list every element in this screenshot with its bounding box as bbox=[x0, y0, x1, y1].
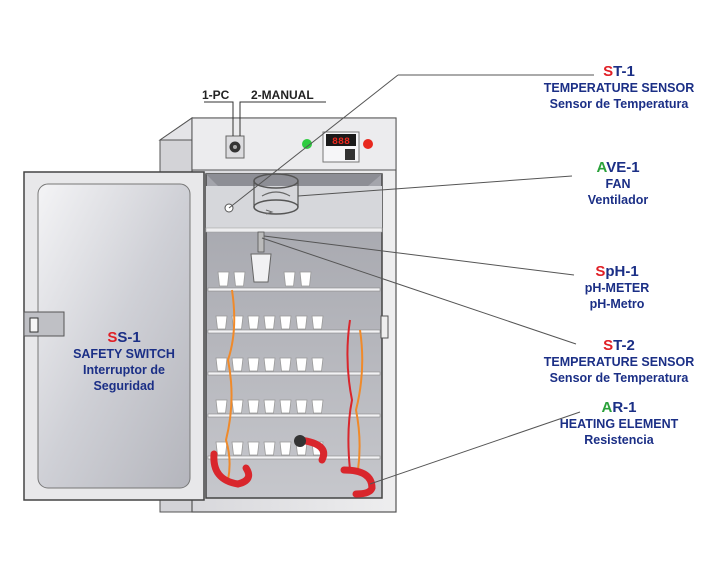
callout-ave1-line2: Ventilador bbox=[587, 193, 649, 207]
ph-meter bbox=[250, 231, 272, 283]
sample-cup bbox=[299, 271, 312, 287]
sample-cup bbox=[263, 441, 276, 456]
callout-st1-line2: Sensor de Temperatura bbox=[549, 97, 689, 111]
shelf bbox=[207, 413, 381, 418]
callout-sph1-code-first: S bbox=[595, 263, 606, 280]
sample-cup bbox=[263, 357, 276, 372]
red-indicator-led bbox=[363, 139, 373, 149]
callout-st2-code-rest: T-2 bbox=[613, 337, 635, 354]
sample-cup bbox=[231, 399, 244, 414]
sample-cup bbox=[295, 315, 308, 330]
callout-st1-line1: TEMPERATURE SENSOR bbox=[543, 81, 695, 95]
sample-cup bbox=[311, 315, 324, 330]
selector-switch[interactable] bbox=[225, 135, 245, 159]
sample-cup bbox=[215, 441, 228, 456]
door[interactable] bbox=[23, 171, 205, 501]
sample-cup bbox=[295, 399, 308, 414]
leader-lines bbox=[228, 74, 594, 485]
callout-ave1: AVE-1 FAN Ventilador bbox=[560, 160, 676, 208]
sample-cup bbox=[247, 441, 260, 456]
callout-sph1-line1: pH-METER bbox=[584, 281, 650, 295]
shelf bbox=[207, 371, 381, 376]
sample-cup bbox=[233, 271, 246, 287]
sample-cup bbox=[217, 271, 230, 287]
callout-ss1-code-rest: S-1 bbox=[117, 329, 141, 346]
callout-st1-code-rest: T-1 bbox=[613, 63, 635, 80]
sample-cup bbox=[247, 357, 260, 372]
sample-cup bbox=[311, 399, 324, 414]
callout-ave1-code-first: A bbox=[596, 159, 607, 176]
callout-ss1: SS-1 SAFETY SWITCH Interruptor de Seguri… bbox=[62, 330, 186, 394]
mode-manual-label: 2-MANUAL bbox=[251, 88, 314, 102]
sample-cup bbox=[311, 357, 324, 372]
temperature-controller bbox=[322, 131, 360, 163]
callout-ar1-line2: Resistencia bbox=[584, 433, 654, 447]
green-indicator-led bbox=[302, 139, 312, 149]
sample-cup bbox=[231, 441, 244, 456]
callout-st1: ST-1 TEMPERATURE SENSOR Sensor de Temper… bbox=[538, 64, 700, 112]
callout-ar1: AR-1 HEATING ELEMENT Resistencia bbox=[546, 400, 692, 448]
switch-mode-leaders bbox=[204, 101, 326, 136]
sample-cup bbox=[283, 271, 296, 287]
sample-cup bbox=[279, 357, 292, 372]
callout-ss1-line2: Interruptor de bbox=[83, 363, 165, 377]
fan bbox=[253, 173, 299, 215]
shelf bbox=[207, 329, 381, 334]
callout-sph1-line2: pH-Metro bbox=[589, 297, 645, 311]
callout-ss1-line1: SAFETY SWITCH bbox=[73, 347, 175, 361]
sample-cup bbox=[263, 399, 276, 414]
sample-cup bbox=[295, 357, 308, 372]
callout-sph1: SpH-1 pH-METER pH-Metro bbox=[562, 264, 672, 312]
callout-ar1-code-first: A bbox=[601, 399, 613, 416]
callout-ar1-code-rest: R-1 bbox=[612, 399, 637, 416]
callout-st2-line2: Sensor de Temperatura bbox=[549, 371, 689, 385]
callout-ss1-line3: Seguridad bbox=[93, 379, 155, 393]
sample-cup bbox=[231, 357, 244, 372]
callout-ave1-code-rest: VE-1 bbox=[606, 159, 640, 176]
callout-st1-code-first: S bbox=[603, 63, 614, 80]
wiring bbox=[224, 289, 364, 481]
callout-ar1-line1: HEATING ELEMENT bbox=[559, 417, 679, 431]
sample-cup bbox=[279, 399, 292, 414]
callout-ss1-code-first: S bbox=[107, 329, 118, 346]
controller-display-value: 888 bbox=[332, 137, 350, 148]
mode-pc-label: 1-PC bbox=[202, 88, 230, 102]
callout-ave1-line1: FAN bbox=[605, 177, 631, 191]
callout-st2-code-first: S bbox=[603, 337, 614, 354]
sample-cup bbox=[279, 315, 292, 330]
sample-cup bbox=[215, 399, 228, 414]
heating-element bbox=[210, 435, 376, 498]
sample-cup bbox=[279, 441, 292, 456]
shelf bbox=[207, 287, 381, 292]
sample-cup bbox=[247, 399, 260, 414]
sample-cup bbox=[263, 315, 276, 330]
shelf bbox=[207, 455, 381, 460]
callout-sph1-code-rest: pH-1 bbox=[605, 263, 639, 280]
callout-st2: ST-2 TEMPERATURE SENSOR Sensor de Temper… bbox=[538, 338, 700, 386]
callout-st2-line1: TEMPERATURE SENSOR bbox=[543, 355, 695, 369]
door-handle[interactable] bbox=[29, 317, 39, 333]
cabinet-latch[interactable] bbox=[380, 315, 389, 339]
sample-cup bbox=[215, 315, 228, 330]
sample-cup bbox=[247, 315, 260, 330]
sample-cup bbox=[215, 357, 228, 372]
